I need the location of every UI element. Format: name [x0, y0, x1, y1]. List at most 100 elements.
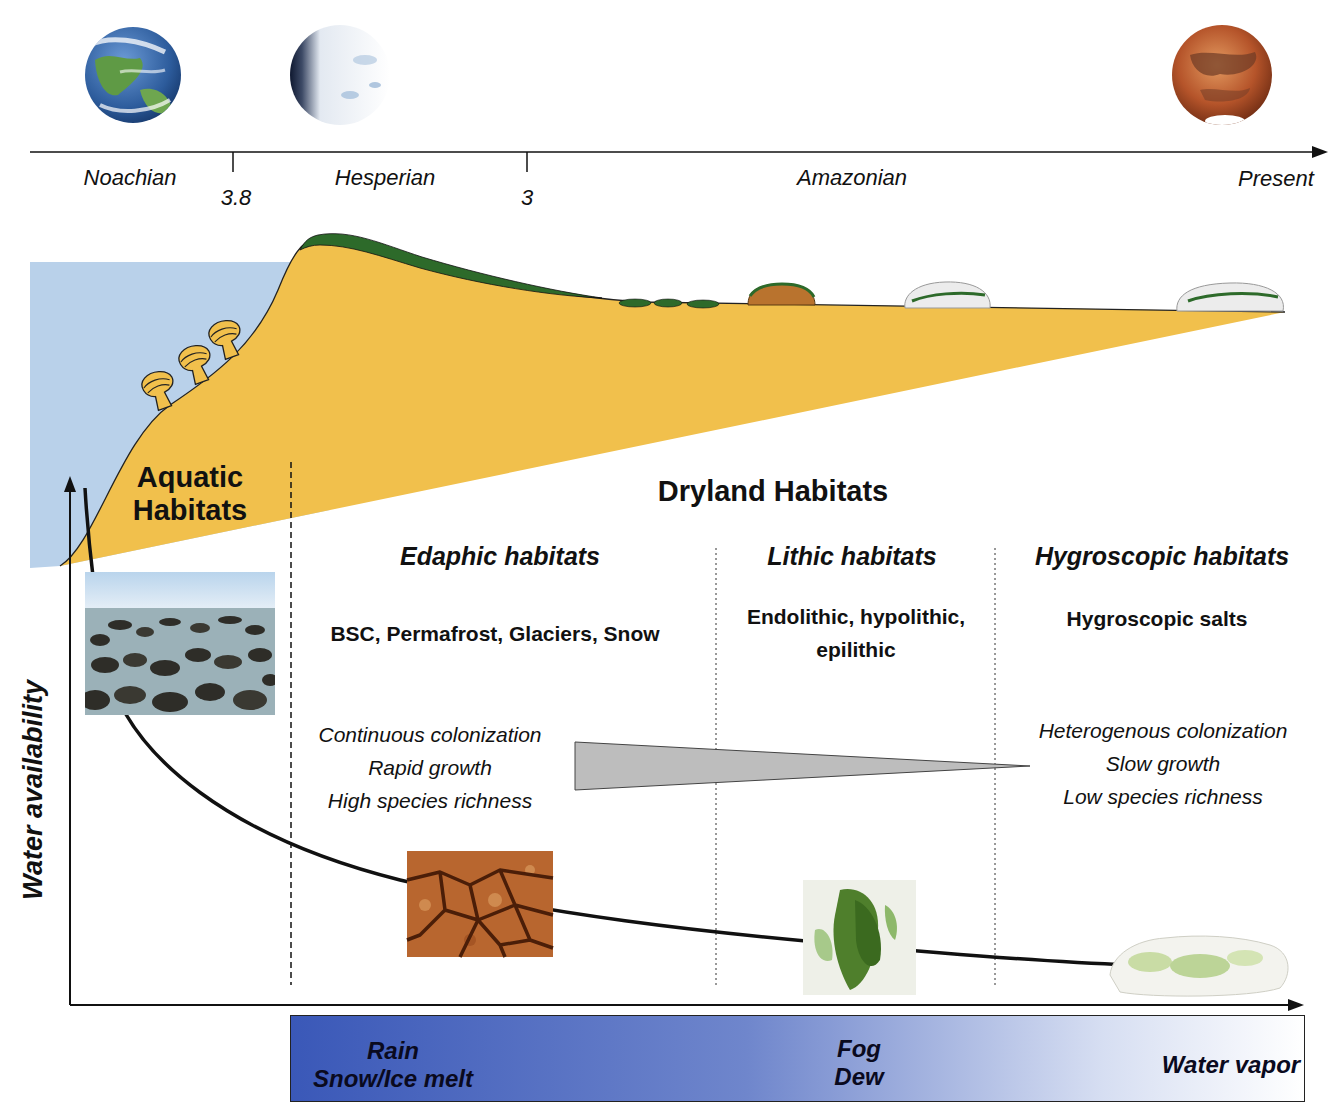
habitat-subheading: Edaphic habitats: [400, 542, 600, 571]
text-line: Habitats: [133, 494, 247, 527]
biofilm: [912, 293, 985, 301]
rock-blob: [245, 625, 265, 635]
white-rock: [1177, 283, 1284, 311]
water-source-band: Rain Snow/Ice meltFog DewWater vapor: [290, 1015, 1305, 1102]
planet-disc: [290, 25, 390, 125]
biocrust-patch: [619, 299, 651, 307]
snowball-planet: [290, 25, 390, 125]
land-wedge: [60, 237, 1285, 566]
tick-mark: [232, 152, 234, 172]
green-colonization: [855, 900, 881, 966]
green-colonization: [814, 929, 832, 961]
x-axis: [70, 1004, 1290, 1006]
rock-face: [803, 880, 916, 995]
soil-cracks: [407, 870, 553, 957]
cloud: [100, 100, 170, 111]
band-text: Rain Snow/Ice melt: [313, 1037, 473, 1092]
habitat-subheading: Hygroscopic habitats: [1035, 542, 1289, 571]
lithic-photo: [803, 880, 916, 995]
rock-blob: [91, 657, 119, 673]
text-line: Rain: [313, 1037, 473, 1065]
habitat-examples: Endolithic, hypolithic, epilithic: [747, 601, 965, 666]
text-line: Aquatic: [133, 461, 247, 494]
green-colonization: [1128, 952, 1172, 972]
rock-blob: [218, 616, 242, 624]
band-text: Fog Dew: [834, 1035, 883, 1090]
stromatolite-photo: [85, 572, 275, 715]
rock-blob: [114, 686, 146, 704]
soil-crust-photo: [407, 851, 553, 957]
rock-blob: [185, 648, 211, 662]
text-line: epilithic: [747, 634, 965, 667]
rock-blob: [190, 623, 210, 633]
lamination: [180, 349, 209, 367]
trend-note: High species richness: [328, 789, 532, 813]
text-line: Fog: [834, 1035, 883, 1063]
rock-blob: [85, 690, 110, 710]
ice-patch: [369, 82, 381, 88]
sea: [85, 608, 275, 715]
early-earth-planet: [85, 27, 181, 123]
biocrust-patch: [687, 300, 719, 308]
water-curve: [85, 488, 1130, 965]
rocks: [748, 282, 1283, 311]
rock-blob: [90, 634, 110, 646]
green-colonization: [885, 905, 897, 940]
age-value: 3: [521, 185, 533, 210]
habitat-examples: Hygroscopic salts: [1067, 607, 1248, 631]
habitat-heading: Aquatic Habitats: [133, 461, 247, 528]
y-axis: [69, 490, 71, 1005]
biofilm: [1188, 294, 1278, 301]
rock-blob: [262, 674, 275, 686]
polar-cap: [1205, 115, 1245, 127]
sky: [85, 572, 275, 610]
habitat-examples: BSC, Permafrost, Glaciers, Snow: [330, 622, 659, 646]
rock-blob: [233, 690, 267, 710]
brown-rock: [748, 284, 815, 305]
stromatolite: [206, 316, 248, 362]
rock-blob: [195, 683, 225, 701]
period-name: Noachian: [84, 165, 177, 190]
surface-marking: [1190, 52, 1256, 76]
biocrust-patch: [654, 299, 682, 307]
arrow-head: [64, 476, 76, 492]
green-colonization: [1170, 954, 1230, 978]
period-name: Present: [1238, 166, 1314, 191]
land-outline: [60, 237, 1285, 566]
continent: [95, 56, 143, 95]
rock-blob: [150, 660, 180, 676]
trend-wedge: [575, 742, 1030, 790]
planet-disc: [85, 27, 181, 123]
salt-photo: [1110, 936, 1288, 996]
rock-blob: [136, 627, 154, 637]
text-line: Dew: [834, 1063, 883, 1091]
trend-note: Rapid growth: [368, 756, 492, 780]
age-value: 3.8: [221, 185, 252, 210]
salt-crust: [1110, 936, 1288, 996]
lamination: [210, 324, 239, 342]
rock-blob: [159, 618, 181, 626]
rock-blob: [108, 620, 132, 630]
axis-title: Water availability: [18, 680, 49, 900]
habitat-divider: [290, 462, 292, 985]
cloud: [90, 40, 165, 52]
soil-texture: [488, 893, 502, 907]
habitat-heading: Dryland Habitats: [658, 475, 888, 508]
green-colonization: [1227, 950, 1263, 966]
biocrust-cover: [300, 234, 602, 298]
biofilm: [750, 284, 814, 297]
period-name: Amazonian: [797, 165, 907, 190]
timeline-axis: [30, 151, 1316, 153]
stromatolite: [176, 341, 218, 387]
rock-blob: [248, 648, 272, 662]
soil-texture: [419, 899, 431, 911]
trend-note: Low species richness: [1063, 785, 1263, 809]
trend-note: Continuous colonization: [319, 723, 542, 747]
text-line: Endolithic, hypolithic,: [747, 601, 965, 634]
soil-ground: [407, 851, 553, 957]
ice-patch: [353, 55, 377, 65]
cloud: [120, 70, 165, 72]
